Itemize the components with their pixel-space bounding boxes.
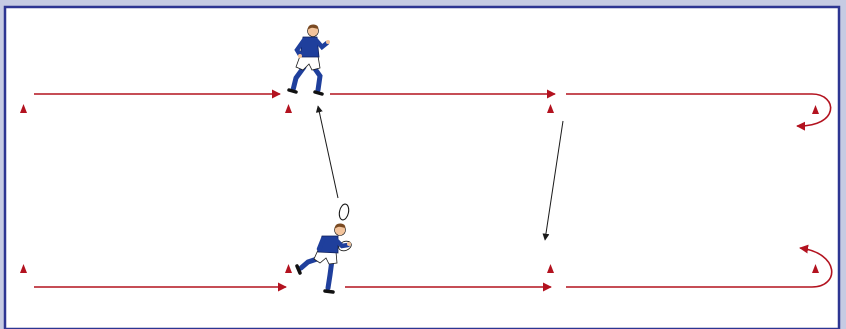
player-receiver-top [287,24,330,96]
pitch-field [3,5,841,329]
cone-bottom-second [285,264,292,273]
turn-arrow-top-right [796,93,832,131]
player-carrier-bottom [295,223,352,294]
rugby-ball-in-flight [338,203,350,221]
cones [20,104,819,273]
cone-top-second [285,104,292,113]
cone-top-left [20,104,27,113]
pass-arrows [315,105,564,241]
pass-arrow-up [315,105,339,199]
cone-top-right [812,105,819,114]
run-arrows [34,89,833,292]
turn-arrow-bottom-right [799,244,833,288]
cone-bottom-left [20,264,27,273]
pass-arrow-down [542,120,564,241]
cone-bottom-third [547,264,554,273]
cone-top-third [547,104,554,113]
cone-bottom-right [812,264,819,273]
